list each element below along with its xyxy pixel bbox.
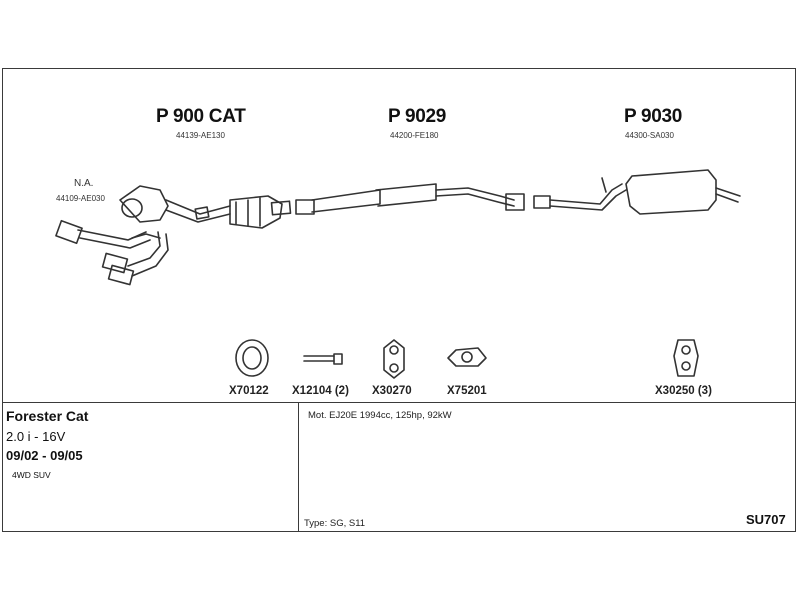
rubber-mount-icon (673, 339, 699, 377)
accessory-code: X30270 (372, 385, 412, 397)
accessory-code: X70122 (229, 385, 269, 397)
flange-gasket-icon (447, 347, 487, 367)
vehicle-type: Type: SG, S11 (304, 518, 366, 529)
rubber-hanger-icon (383, 339, 405, 379)
catalytic-converter-drawing (119, 185, 283, 229)
center-pipe-drawing (270, 183, 525, 216)
vehicle-model: Forester Cat (6, 408, 89, 424)
accessory-code: X30250 (3) (655, 385, 712, 397)
part-title-p9030: P 9030 (624, 106, 683, 127)
part-title-p900cat: P 900 CAT (156, 106, 246, 127)
vehicle-years: 09/02 - 09/05 (6, 448, 83, 463)
info-divider (2, 402, 796, 403)
motor-spec: Mot. EJ20E 1994cc, 125hp, 92kW (308, 410, 452, 421)
part-number-p9029: 44200-FE180 (390, 131, 439, 140)
info-column-divider (298, 402, 299, 532)
part-number-p9030: 44300-SA030 (625, 131, 674, 140)
front-pipe-number: 44109-AE030 (56, 194, 105, 203)
part-title-p9029: P 9029 (388, 106, 447, 127)
front-pipe-label: N.A. (74, 178, 94, 189)
vehicle-engine: 2.0 i - 16V (6, 429, 66, 444)
bolt-icon (303, 353, 343, 365)
accessory-code: X75201 (447, 385, 487, 397)
accessory-code: X12104 (2) (292, 385, 349, 397)
front-pipe-drawing (55, 219, 169, 286)
diagram-code: SU707 (746, 512, 786, 527)
rear-muffler-drawing (533, 169, 741, 215)
diagram-frame (2, 68, 796, 532)
vehicle-body: 4WD SUV (12, 470, 51, 480)
gasket-ring-icon (235, 339, 269, 377)
part-number-p900cat: 44139-AE130 (176, 131, 225, 140)
